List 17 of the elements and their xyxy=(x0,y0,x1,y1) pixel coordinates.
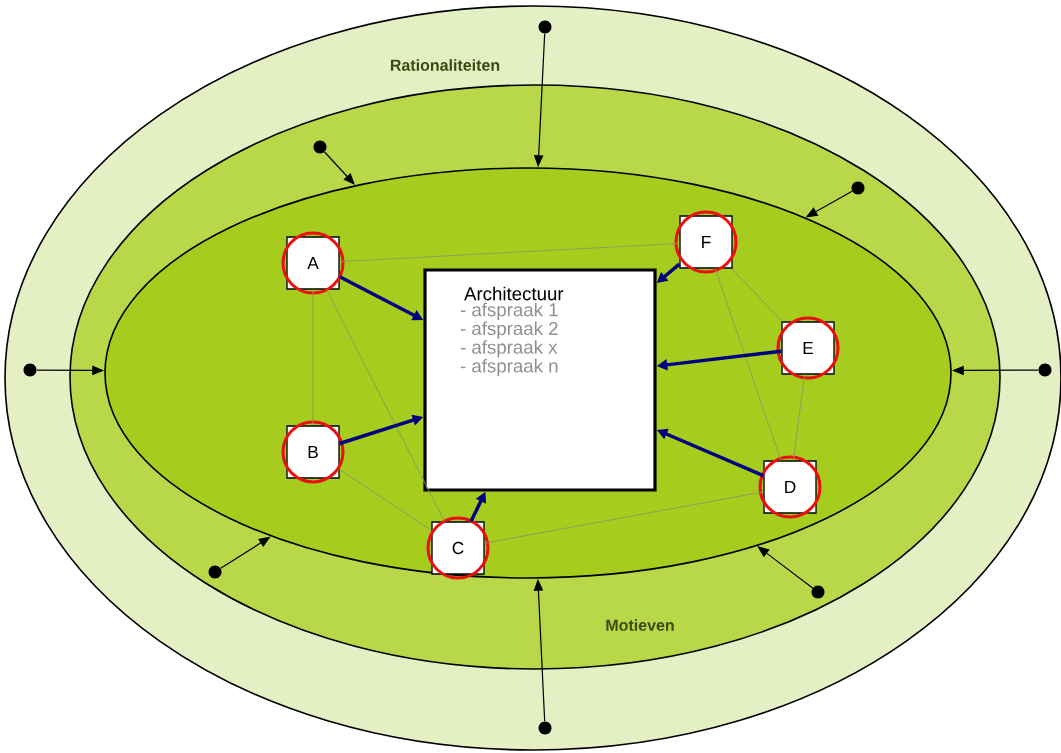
connector-line xyxy=(793,374,806,461)
connector-line xyxy=(731,268,783,322)
text-box: Architectuur - afspraak 1 - afspraak 2 - afspraak x - afspraak n xyxy=(423,268,657,492)
letter-box: C xyxy=(431,521,485,575)
letter-box: E xyxy=(781,321,835,375)
letter-box: A xyxy=(286,236,340,290)
letter-box: F xyxy=(679,215,733,269)
letter-box: D xyxy=(763,460,817,514)
connector-line xyxy=(339,469,432,531)
connector-line xyxy=(484,491,764,544)
arrow xyxy=(757,546,814,589)
connector-line xyxy=(714,268,782,461)
connector-line xyxy=(326,289,445,522)
connector-line xyxy=(339,242,680,263)
ring-label: Motieven xyxy=(606,619,674,631)
letter-box: B xyxy=(286,425,340,479)
ring-label: Rationaliteiten xyxy=(390,59,500,71)
